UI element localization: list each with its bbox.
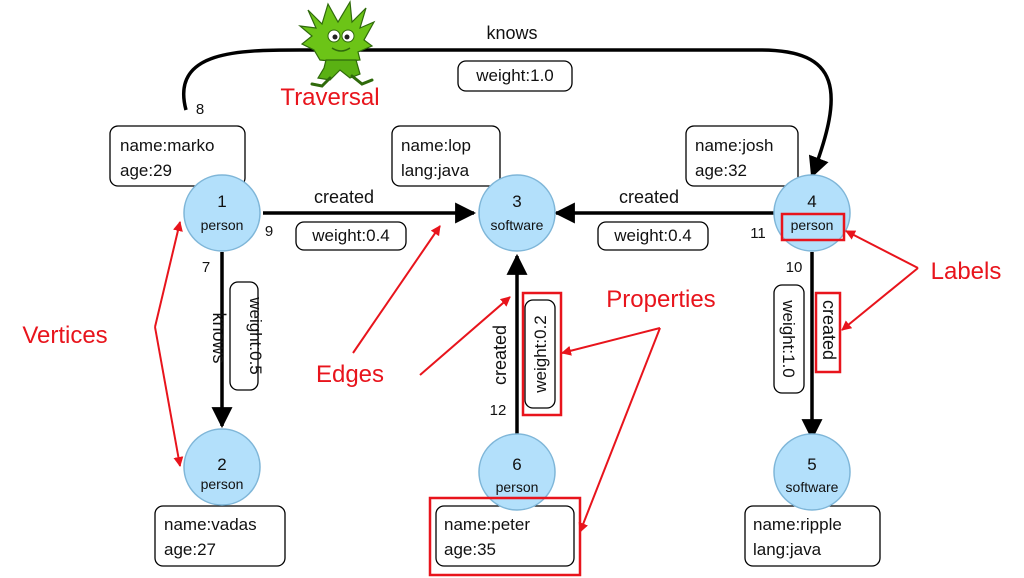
vertex-1-label: person xyxy=(201,217,244,233)
edge-10-weight: weight:1.0 xyxy=(779,299,798,378)
edge-11-weight: weight:0.4 xyxy=(613,226,692,245)
vertex-5-properties: name:ripple lang:java xyxy=(744,505,881,567)
edge-8-weight: weight:1.0 xyxy=(475,66,554,85)
vertex-3-properties: name:lop lang:java xyxy=(391,125,501,187)
edge-11-label: created xyxy=(619,187,679,207)
edge-10-id: 10 xyxy=(786,259,803,276)
annotation-traversal: Traversal xyxy=(280,84,379,111)
edge-8-label: knows xyxy=(486,23,537,43)
vertex-6-prop-name: name:peter xyxy=(444,515,530,534)
edge-12-weight-box xyxy=(524,299,556,409)
vertex-2-properties: name:vadas age:27 xyxy=(154,505,286,567)
vertex-1-prop-age: age:29 xyxy=(120,161,172,180)
edge-11-weight-box xyxy=(597,221,709,251)
edge-7-label: knows xyxy=(209,312,229,363)
vertex-1-properties: name:marko age:29 xyxy=(109,125,246,187)
vertex-6-id: 6 xyxy=(512,455,521,474)
edge-9-created: created weight:0.4 9 xyxy=(263,187,477,251)
gremlin-mascot-icon xyxy=(298,0,376,88)
edge-8-line xyxy=(182,48,833,178)
annotation-properties: Properties xyxy=(606,286,715,313)
vertex-6-label: person xyxy=(496,479,539,495)
edge-11-id: 11 xyxy=(750,225,766,242)
vertex-3[interactable]: 3 software xyxy=(478,174,556,252)
vertex-2-label: person xyxy=(201,476,244,492)
edge-9-id: 9 xyxy=(265,223,273,240)
edge-8-knows: knows weight:1.0 8 xyxy=(182,23,833,178)
edge-8-weight-box xyxy=(457,60,573,92)
vertex-3-id: 3 xyxy=(512,192,521,211)
vertex-3-label: software xyxy=(491,217,544,233)
edge-8-id: 8 xyxy=(196,101,204,118)
edge-7-id: 7 xyxy=(202,259,210,276)
vertex-4-properties: name:josh age:32 xyxy=(685,125,799,187)
vertex-4-id: 4 xyxy=(807,192,816,211)
vertex-4-prop-age: age:32 xyxy=(695,161,747,180)
vertex-6[interactable]: 6 person xyxy=(478,433,556,511)
vertex-1-circle xyxy=(183,174,261,252)
vertex-4-label: person xyxy=(791,217,834,233)
edge-12-id: 12 xyxy=(490,402,507,419)
vertex-6-prop-age: age:35 xyxy=(444,540,496,559)
edge-10-created: 10 weight:1.0 created xyxy=(773,252,839,441)
edge-7-weight-box xyxy=(229,281,259,391)
annotation-edges: Edges xyxy=(316,361,384,388)
edge-9-weight-box xyxy=(295,221,407,251)
edge-9-label: created xyxy=(314,187,374,207)
vertex-1-prop-name: name:marko xyxy=(120,136,214,155)
vertex-2-circle xyxy=(183,428,261,506)
edge-10-label: created xyxy=(819,300,839,360)
vertex-2-id: 2 xyxy=(217,455,226,474)
vertex-2-prop-age: age:27 xyxy=(164,540,216,559)
properties-highlight-edge-12 xyxy=(521,291,563,417)
vertex-4-prop-name: name:josh xyxy=(695,136,773,155)
edge-7-knows: 7 knows weight:0.5 xyxy=(202,252,265,429)
vertex-3-prop-lang: lang:java xyxy=(401,161,470,180)
edge-12-weight: weight:0.2 xyxy=(531,315,550,394)
edge-7-weight: weight:0.5 xyxy=(246,296,265,375)
edge-10-weight-box xyxy=(773,284,805,394)
vertex-1[interactable]: 1 person xyxy=(183,174,261,252)
vertex-1-id: 1 xyxy=(217,192,226,211)
vertex-5-label: software xyxy=(786,479,839,495)
vertex-5-prop-name: name:ripple xyxy=(753,515,842,534)
annotations: Traversal Vertices Edges Properties Labe… xyxy=(22,84,1002,577)
vertex-3-circle xyxy=(478,174,556,252)
edge-9-weight: weight:0.4 xyxy=(311,226,390,245)
vertex-3-prop-name: name:lop xyxy=(401,136,471,155)
vertex-6-circle xyxy=(478,433,556,511)
vertex-5-id: 5 xyxy=(807,455,816,474)
annotation-vertices: Vertices xyxy=(22,322,107,349)
edge-12-label: created xyxy=(490,325,510,385)
edge-11-created: created weight:0.4 11 xyxy=(553,187,775,251)
vertex-5-prop-lang: lang:java xyxy=(753,540,822,559)
labels-highlight-vertex-4 xyxy=(780,212,846,242)
edge-12-created: 12 created weight:0.2 xyxy=(490,253,556,438)
vertex-5[interactable]: 5 software xyxy=(773,433,851,511)
vertex-2[interactable]: 2 person xyxy=(183,428,261,506)
properties-highlight-vertex-6 xyxy=(428,496,582,577)
vertex-2-prop-name: name:vadas xyxy=(164,515,257,534)
vertex-5-circle xyxy=(773,433,851,511)
vertex-6-properties: name:peter age:35 xyxy=(435,505,575,567)
annotation-labels: Labels xyxy=(931,258,1002,285)
labels-highlight-edge-10 xyxy=(814,291,842,374)
